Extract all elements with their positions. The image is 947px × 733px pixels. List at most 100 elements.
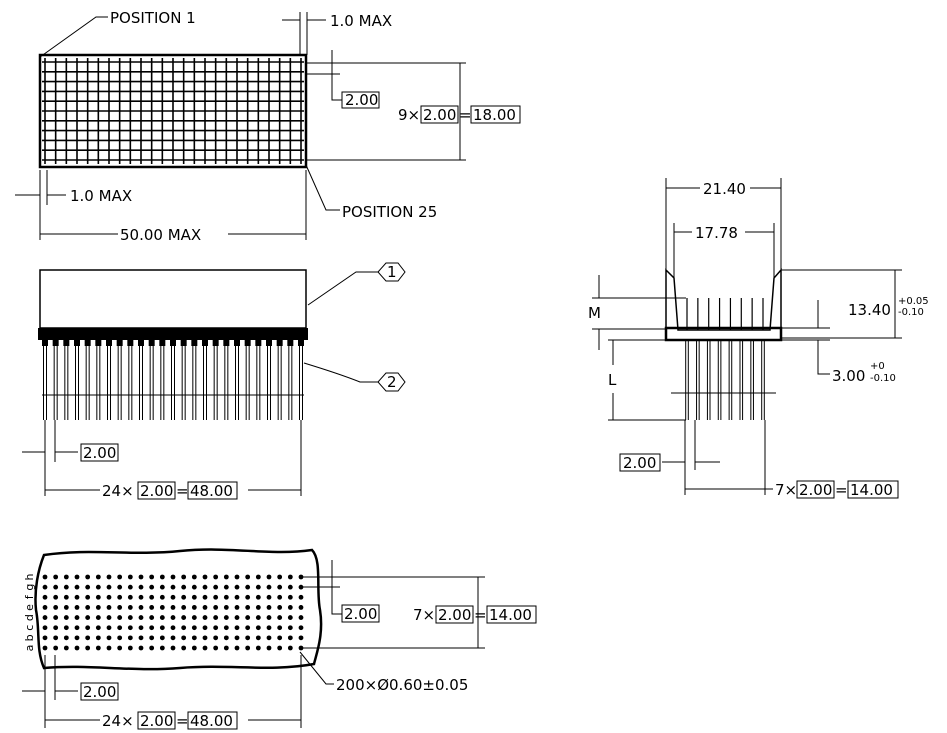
pcb-hole [74, 645, 80, 651]
pcb-hole [63, 574, 69, 580]
bot-pitch-v-box [341, 604, 380, 623]
end-view-base [664, 326, 783, 342]
side-pin-shoulder [180, 340, 187, 346]
pcb-hole [277, 645, 283, 651]
side-pin-shoulder [138, 340, 144, 346]
end-view-housing [665, 268, 782, 338]
pcb-hole [170, 605, 176, 610]
pcb-hole [191, 615, 197, 620]
pcb-hole [266, 594, 272, 600]
side-pitch-box [80, 443, 119, 462]
pcb-hole [138, 645, 144, 651]
pcb-hole [95, 605, 101, 610]
side-pin-shoulder [234, 340, 240, 346]
pcb-hole [277, 635, 283, 641]
pcb-hole [234, 615, 240, 620]
pcb-hole [245, 625, 251, 631]
pcb-hole [149, 645, 155, 651]
pcb-hole [191, 625, 197, 631]
pcb-hole [85, 594, 91, 600]
row-letter-e: e [23, 604, 36, 611]
side-pin-shoulder [116, 340, 123, 346]
pcb-hole [159, 645, 165, 651]
bottom-view-board-outline [34, 548, 323, 671]
pcb-hole [266, 625, 272, 631]
pcb-hole [266, 584, 272, 590]
side-mid-box [137, 481, 176, 500]
pcb-hole [63, 594, 69, 600]
pcb-hole [298, 625, 304, 631]
pcb-hole [53, 615, 59, 620]
pcb-hole [234, 625, 240, 631]
end-total-box [847, 480, 899, 499]
end-l-label: L [608, 371, 617, 389]
pcb-hole [213, 635, 219, 641]
position-25-leader [305, 164, 340, 211]
pcb-hole [170, 594, 176, 600]
pcb-hole [191, 574, 197, 580]
end-w1-label: 21.40 [703, 180, 746, 198]
side-mid-value: 2.00 [140, 482, 173, 500]
pcb-hole [202, 635, 208, 641]
pcb-hole [202, 594, 208, 600]
pcb-hole [63, 645, 69, 651]
pcb-hole [266, 615, 272, 620]
pcb-hole [42, 605, 48, 610]
callout-1-leader [307, 271, 378, 306]
side-pin-shoulder [52, 340, 59, 346]
pcb-hole [106, 625, 112, 631]
pitch-leader [331, 50, 342, 101]
pcb-hole [74, 605, 80, 610]
pcb-hole [159, 605, 165, 610]
pcb-hole [202, 625, 208, 631]
t-leader [817, 340, 830, 375]
pcb-hole [255, 625, 261, 631]
pcb-hole [138, 605, 144, 610]
pcb-hole [127, 584, 133, 590]
pcb-hole [127, 635, 133, 641]
side-view-body [39, 269, 307, 329]
pcb-hole [234, 574, 240, 580]
pcb-hole [245, 574, 251, 580]
pcb-hole [149, 574, 155, 580]
pcb-hole [234, 605, 240, 610]
pcb-hole [127, 645, 133, 651]
pcb-hole [127, 594, 133, 600]
one-max-left-label: 1.0 MAX [70, 187, 132, 205]
pcb-hole [223, 625, 229, 631]
side-view: 1 2 2.00 24× 2.00 = 48.00 [22, 262, 406, 500]
one-max-top-label: 1.0 MAX [330, 12, 392, 30]
pcb-hole [95, 574, 101, 580]
end-view-pins [685, 298, 765, 420]
pcb-hole [42, 615, 48, 620]
end-mid-value: 2.00 [799, 481, 832, 499]
pcb-hole [255, 615, 261, 620]
pcb-hole [53, 625, 59, 631]
pcb-hole [181, 625, 187, 631]
pcb-hole [245, 615, 251, 620]
row-letter-b: b [23, 634, 36, 641]
pcb-hole [181, 594, 187, 600]
nine-eq: = [459, 106, 472, 124]
pcb-hole [138, 625, 144, 631]
pcb-hole [202, 645, 208, 651]
bot-pitch-v-value: 2.00 [344, 605, 377, 623]
bot-pitch-h-value: 2.00 [83, 683, 116, 701]
pcb-hole [287, 615, 293, 620]
end-prefix: 7× [775, 481, 797, 499]
position-1-leader [39, 16, 108, 58]
pcb-hole [298, 615, 304, 620]
side-pin-shoulder [276, 340, 283, 346]
side-pin-shoulder [95, 340, 102, 346]
bot-prefix-h: 24× [102, 712, 134, 730]
side-pin-shoulder [148, 340, 155, 346]
pcb-hole [277, 574, 283, 580]
pcb-hole [74, 584, 80, 590]
pcb-hole [234, 584, 240, 590]
bot-mid-h-value: 2.00 [140, 712, 173, 730]
pcb-hole [42, 584, 48, 590]
pcb-hole [191, 594, 197, 600]
bot-total-h-value: 48.00 [190, 712, 233, 730]
